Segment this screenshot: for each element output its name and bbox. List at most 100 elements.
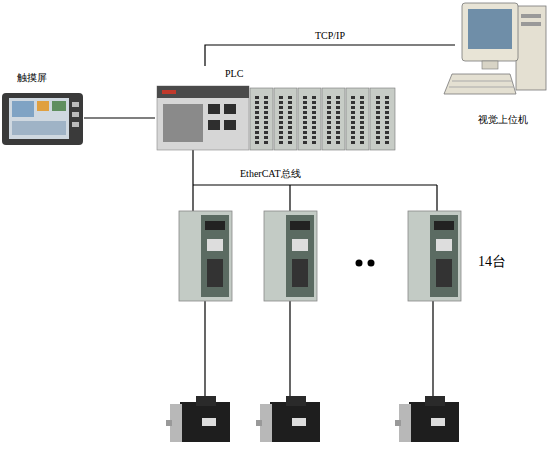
computer-node: 视觉上位机 — [455, 0, 550, 130]
pc-drive-bay — [521, 22, 541, 26]
quantity-label: 14台 — [478, 254, 506, 270]
screen-icon — [52, 101, 66, 111]
motor-cable — [204, 300, 205, 398]
plc-port — [208, 120, 220, 130]
node-label: 触摸屏 — [2, 72, 62, 84]
terminal-row — [336, 96, 340, 146]
pc-tower — [516, 6, 546, 90]
bus-wire — [193, 184, 437, 185]
drive-connector — [292, 259, 308, 287]
connector-line — [205, 45, 455, 66]
screen-icon — [12, 101, 34, 117]
bus-wire — [289, 185, 290, 212]
motor-nameplate — [431, 418, 445, 426]
bus-label: EtherCAT总线 — [240, 168, 301, 180]
screen-bezel — [2, 93, 83, 145]
motor-shaft — [395, 420, 401, 426]
motor-body — [409, 402, 459, 442]
plc-cpu-module — [157, 86, 249, 150]
plc-io-module — [250, 88, 273, 150]
terminal-row — [279, 96, 283, 146]
plc-logo — [162, 90, 176, 94]
bus-wire — [436, 185, 437, 212]
servo-motor — [166, 396, 230, 442]
servo-drive — [408, 211, 461, 301]
motor-body — [180, 402, 230, 442]
terminal-row — [264, 96, 268, 146]
drive-body — [264, 211, 317, 301]
plc-cpu-panel — [163, 104, 203, 142]
plc-port — [224, 104, 236, 114]
servo-motor — [256, 396, 320, 442]
drive-front — [286, 215, 314, 297]
drive-display — [290, 221, 310, 230]
drive-body — [179, 211, 232, 301]
terminal-row — [303, 96, 307, 146]
terminal-row — [288, 96, 292, 146]
screen-icon — [12, 121, 66, 135]
pc-drive-bay — [521, 14, 541, 18]
terminal-row — [327, 96, 331, 146]
motor-shaft — [166, 420, 172, 426]
plc-io-module — [346, 88, 369, 150]
drive-connector — [436, 259, 452, 287]
drive-port — [436, 239, 452, 251]
servo-drive — [179, 211, 232, 301]
connector-line — [84, 117, 155, 118]
drive-front — [430, 215, 458, 297]
servo-drive — [264, 211, 317, 301]
pc-keyboard — [444, 74, 516, 94]
terminal-row — [351, 96, 355, 146]
pc-stand — [482, 61, 498, 69]
motor-body — [270, 402, 320, 442]
motor-cable — [289, 300, 290, 398]
ellipsis-dot — [368, 260, 375, 267]
motor-connector — [425, 396, 445, 406]
drive-port — [292, 239, 308, 251]
plc-io-module — [298, 88, 321, 150]
plc-port — [224, 120, 236, 130]
motor-nameplate — [202, 418, 216, 426]
touchscreen-picture — [2, 93, 83, 145]
drive-connector — [207, 259, 223, 287]
drive-port — [207, 239, 223, 251]
keyboard-keys — [449, 87, 514, 88]
plc-picture — [157, 86, 395, 150]
touchscreen-node: 触摸屏 — [2, 68, 84, 148]
computer-picture — [444, 3, 546, 94]
terminal-row — [255, 96, 259, 146]
drive-front — [201, 215, 229, 297]
terminal-row — [385, 96, 389, 146]
node-label: PLC — [225, 68, 255, 80]
node-label: 视觉上位机 — [455, 114, 550, 126]
motor-shaft — [256, 420, 262, 426]
plc-cpu-top — [157, 86, 249, 98]
screen-icon — [37, 101, 49, 111]
drive-body — [408, 211, 461, 301]
pc-screen — [468, 9, 512, 49]
terminal-row — [312, 96, 316, 146]
screen-button — [72, 122, 79, 127]
motor-connector — [196, 396, 216, 406]
motor-nameplate — [292, 418, 306, 426]
terminal-row — [376, 96, 380, 146]
servo-motor — [395, 396, 459, 442]
keyboard-keys — [452, 81, 512, 82]
plc-io-module — [274, 88, 297, 150]
plc-port — [208, 104, 220, 114]
plc-io-module — [370, 88, 395, 150]
motor-connector — [286, 396, 306, 406]
pc-monitor — [462, 3, 518, 61]
drive-display — [205, 221, 225, 230]
plc-terminals — [257, 96, 387, 146]
motor-cable — [432, 300, 433, 398]
screen-button — [72, 112, 79, 117]
terminal-row — [360, 96, 364, 146]
drive-display — [434, 221, 454, 230]
ellipsis-dot — [356, 260, 363, 267]
screen-button — [72, 102, 79, 107]
plc-io-module — [322, 88, 345, 150]
